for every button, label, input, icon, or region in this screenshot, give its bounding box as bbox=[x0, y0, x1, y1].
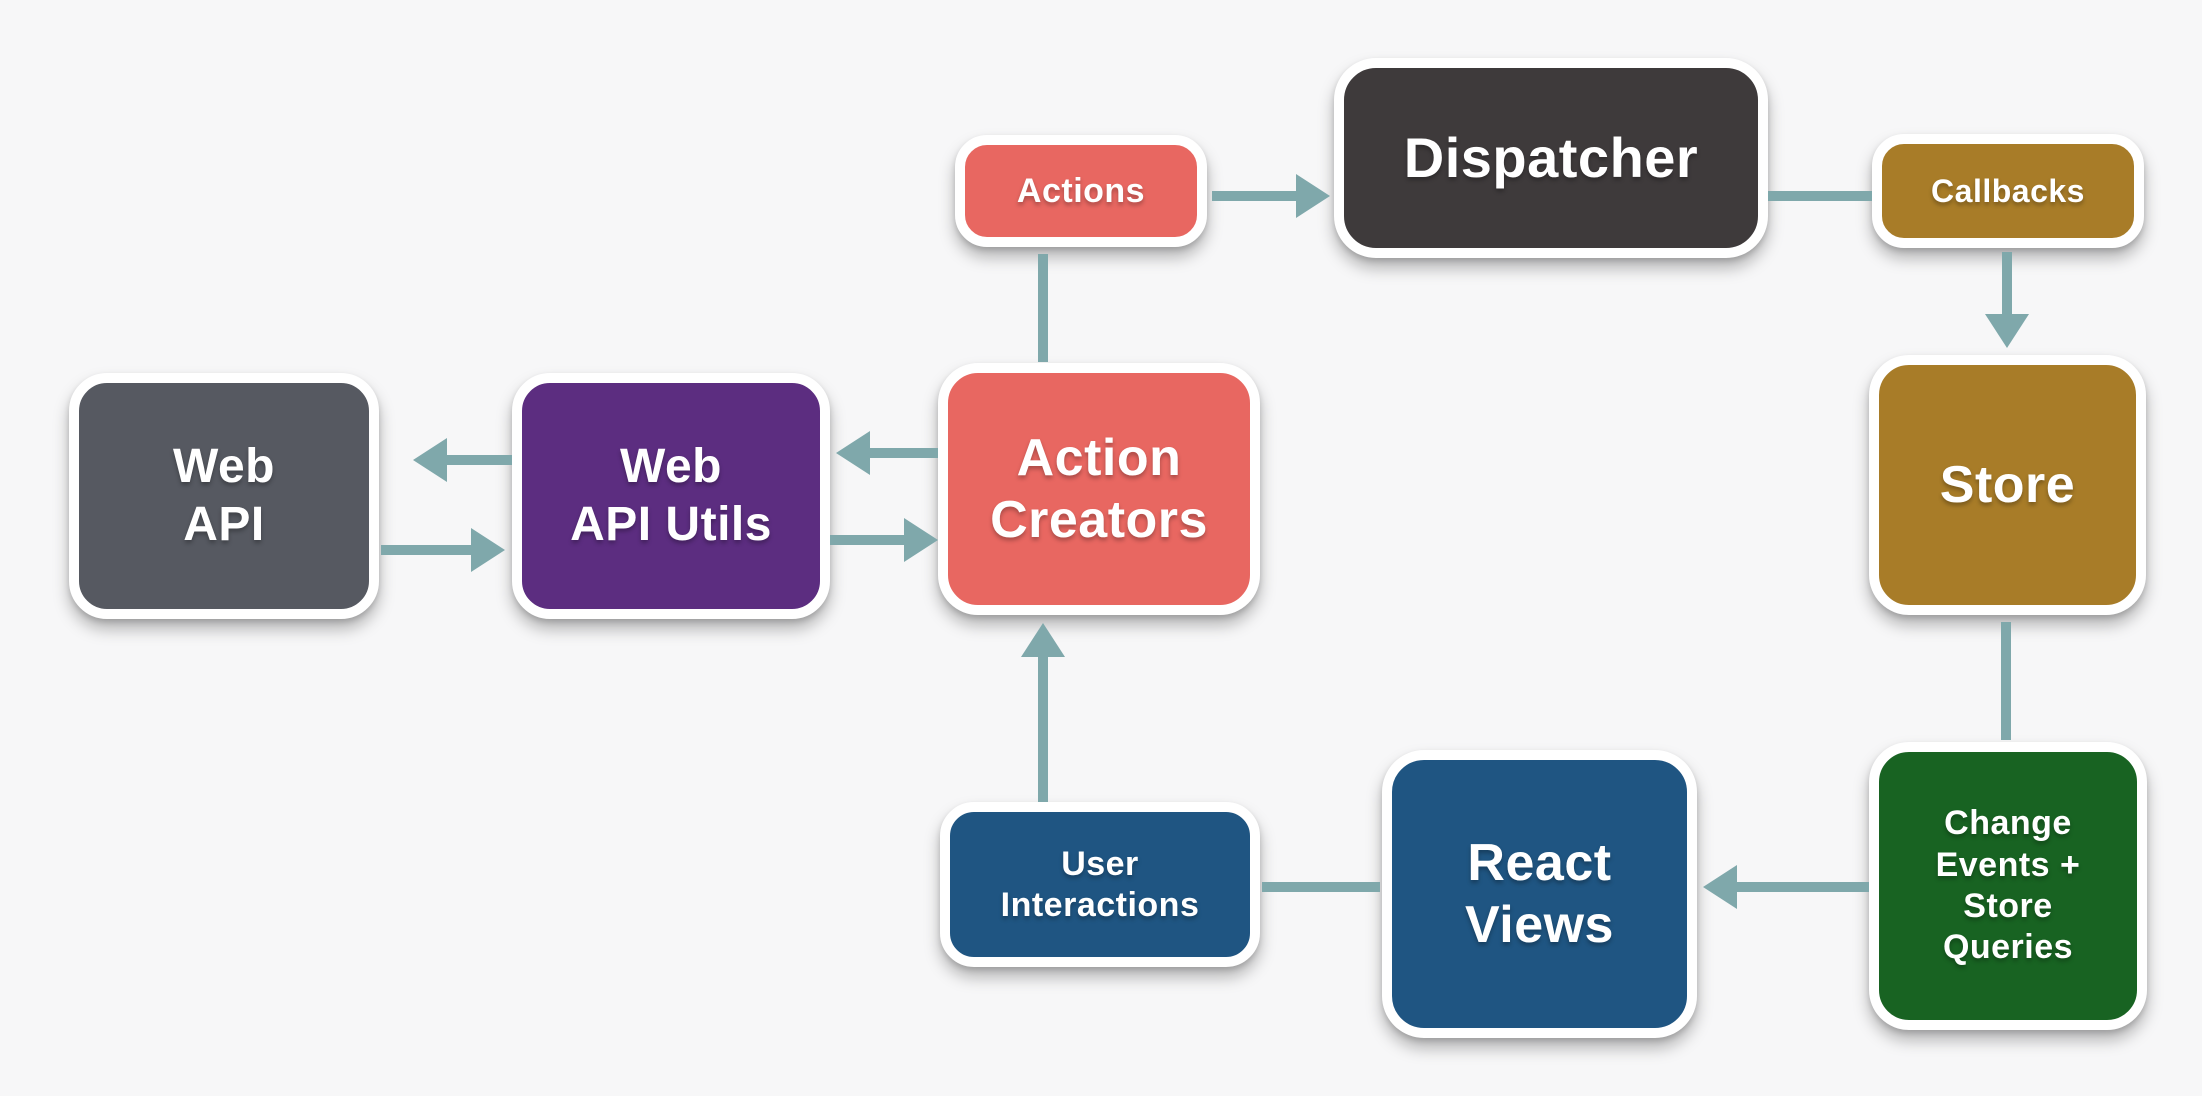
line-action-creators-to-actions bbox=[1038, 254, 1048, 362]
arrowhead-action-creators-to-web-api-utils bbox=[836, 431, 870, 475]
line-store-to-change-events bbox=[2001, 622, 2011, 740]
arrowhead-web-api-utils-to-action-creators bbox=[904, 518, 938, 562]
arrowhead-user-interactions-to-action-creators bbox=[1021, 623, 1065, 657]
arrowhead-change-events-to-react-views bbox=[1703, 865, 1737, 909]
arrowhead-actions-to-dispatcher bbox=[1296, 174, 1330, 218]
arrow-callbacks-to-store bbox=[2002, 252, 2012, 316]
node-web-api-utils: Web API Utils bbox=[512, 373, 830, 619]
node-callbacks: Callbacks bbox=[1872, 134, 2144, 248]
node-actions: Actions bbox=[955, 135, 1207, 247]
node-store: Store bbox=[1869, 355, 2146, 615]
arrowhead-web-api-to-web-api-utils bbox=[471, 528, 505, 572]
node-change-events-store-queries: Change Events + Store Queries bbox=[1869, 742, 2147, 1030]
arrowhead-web-api-utils-to-web-api bbox=[413, 438, 447, 482]
arrowhead-callbacks-to-store bbox=[1985, 314, 2029, 348]
arrow-change-events-to-react-views bbox=[1737, 882, 1869, 892]
node-react-views: React Views bbox=[1382, 750, 1697, 1038]
node-web-api: Web API bbox=[69, 373, 379, 619]
node-user-interactions: User Interactions bbox=[940, 802, 1260, 967]
node-action-creators: Action Creators bbox=[938, 363, 1260, 615]
arrow-actions-to-dispatcher bbox=[1212, 191, 1296, 201]
arrow-web-api-to-web-api-utils bbox=[381, 545, 471, 555]
line-dispatcher-to-callbacks bbox=[1768, 191, 1872, 201]
line-react-views-to-user-interactions bbox=[1262, 882, 1380, 892]
arrow-user-interactions-to-action-creators bbox=[1038, 657, 1048, 802]
arrow-web-api-utils-to-web-api bbox=[447, 455, 512, 465]
node-dispatcher: Dispatcher bbox=[1334, 58, 1768, 258]
arrow-web-api-utils-to-action-creators bbox=[830, 535, 904, 545]
arrow-action-creators-to-web-api-utils bbox=[870, 448, 938, 458]
